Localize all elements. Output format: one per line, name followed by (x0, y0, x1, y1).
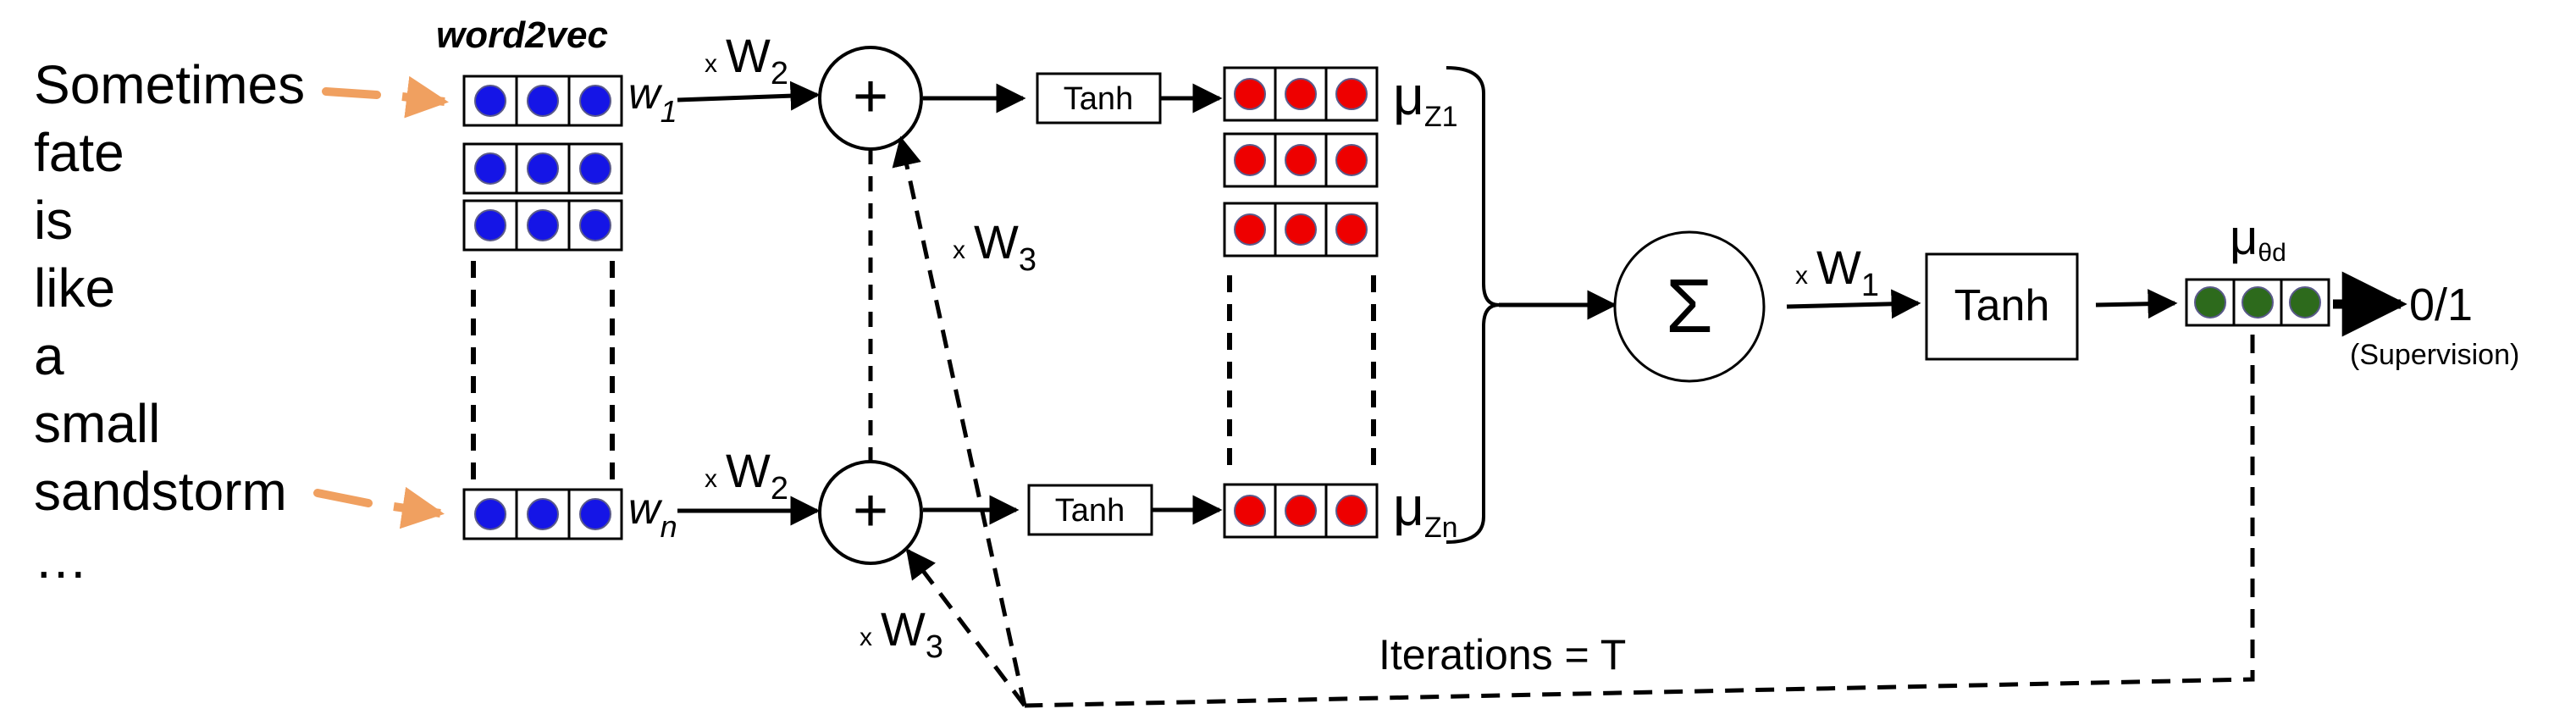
tanh-top-label: Tanh (1064, 81, 1133, 117)
vector-dot (2242, 286, 2274, 318)
mu-z1-label: μZ1 (1393, 65, 1458, 133)
input-word: Sometimes (34, 54, 305, 115)
mu-theta-label: μθd (2230, 210, 2286, 267)
input-arrow-head (401, 75, 449, 119)
input-arrow-dash (322, 87, 381, 99)
vector-dot (1335, 144, 1368, 176)
word2vec-label: word2vec (436, 14, 608, 56)
vector-dot (1234, 213, 1266, 246)
vector-dot (1285, 144, 1317, 176)
input-word: sandstorm (34, 461, 287, 522)
arrow-tanh-to-output (2095, 289, 2178, 319)
output-row (2185, 278, 2330, 327)
vector-dot (1234, 78, 1266, 110)
input-word: fate (34, 122, 124, 183)
vector-dot (579, 85, 611, 117)
tanh-box-final: Tanh (1925, 252, 2079, 361)
plus-symbol: + (853, 477, 888, 545)
tanh-box-top: Tanh (1036, 72, 1162, 125)
vector-dot (2194, 286, 2226, 318)
vector-dot (1234, 144, 1266, 176)
vector-dot (474, 209, 506, 241)
embedding-row (462, 488, 623, 540)
input-arrows (313, 75, 449, 529)
w1-label: w1 (628, 69, 677, 129)
embedding-row (462, 199, 623, 252)
input-word: … (34, 529, 88, 590)
wn-label: wn (628, 485, 677, 544)
supervision-label: (Supervision) (2350, 339, 2519, 371)
hidden-row (1223, 483, 1379, 539)
output-vector (2185, 278, 2330, 327)
vector-dot (527, 152, 559, 185)
vector-dot (1335, 78, 1368, 110)
feedback-path (1024, 335, 2255, 708)
vector-dot (1285, 78, 1317, 110)
embedding-vectors (462, 75, 623, 540)
vector-dot (1285, 495, 1317, 527)
feedback-to-bottom-sum (905, 548, 1026, 707)
hidden-row (1223, 202, 1379, 258)
vector-dot (474, 152, 506, 185)
mu-zn-label: μZn (1393, 476, 1458, 544)
embedding-row (462, 142, 623, 195)
embedding-row (462, 75, 623, 127)
vector-dot (2289, 286, 2321, 318)
vector-cell (462, 75, 518, 127)
arrow-w1-to-sum (677, 80, 821, 111)
input-word: is (34, 190, 73, 251)
hidden-row (1223, 132, 1379, 188)
vector-dot (579, 152, 611, 185)
vector-dot (1335, 213, 1368, 246)
vector-dot (527, 209, 559, 241)
vector-dot (1285, 213, 1317, 246)
sum-node-bottom: + (818, 460, 923, 565)
sigma-symbol: Σ (1666, 264, 1713, 349)
vector-dot (474, 498, 506, 530)
sigma-node: Σ (1613, 230, 1766, 383)
sum-node-top: + (818, 46, 923, 151)
vector-dot (1335, 495, 1368, 527)
binary-output-label: 0/1 (2409, 280, 2473, 330)
aggregation-bracket (1446, 66, 1500, 544)
vector-dot (579, 209, 611, 241)
tanh-box-bottom: Tanh (1027, 484, 1153, 536)
input-word: like (34, 258, 115, 318)
tanh-final-label: Tanh (1954, 281, 2050, 330)
hidden-vectors (1223, 66, 1379, 539)
plus-symbol: + (853, 63, 888, 130)
input-arrow-head (393, 486, 445, 529)
arrow-sigma-to-tanh (1786, 289, 1921, 319)
feedback-to-top-sum (892, 136, 1027, 706)
input-arrow-dash (313, 489, 373, 507)
vector-cell (515, 199, 571, 252)
tanh-bottom-label: Tanh (1055, 493, 1125, 529)
input-sentence: Sometimes fate is like a small sandstorm… (34, 54, 305, 590)
vector-dot (579, 498, 611, 530)
iterations-label: Iterations = T (1379, 631, 1626, 678)
input-word: a (34, 325, 64, 386)
vector-dot (1234, 495, 1266, 527)
input-word: small (34, 393, 160, 454)
hidden-row (1223, 66, 1379, 122)
vector-dot (527, 498, 559, 530)
vector-dot (474, 85, 506, 117)
vector-dot (527, 85, 559, 117)
